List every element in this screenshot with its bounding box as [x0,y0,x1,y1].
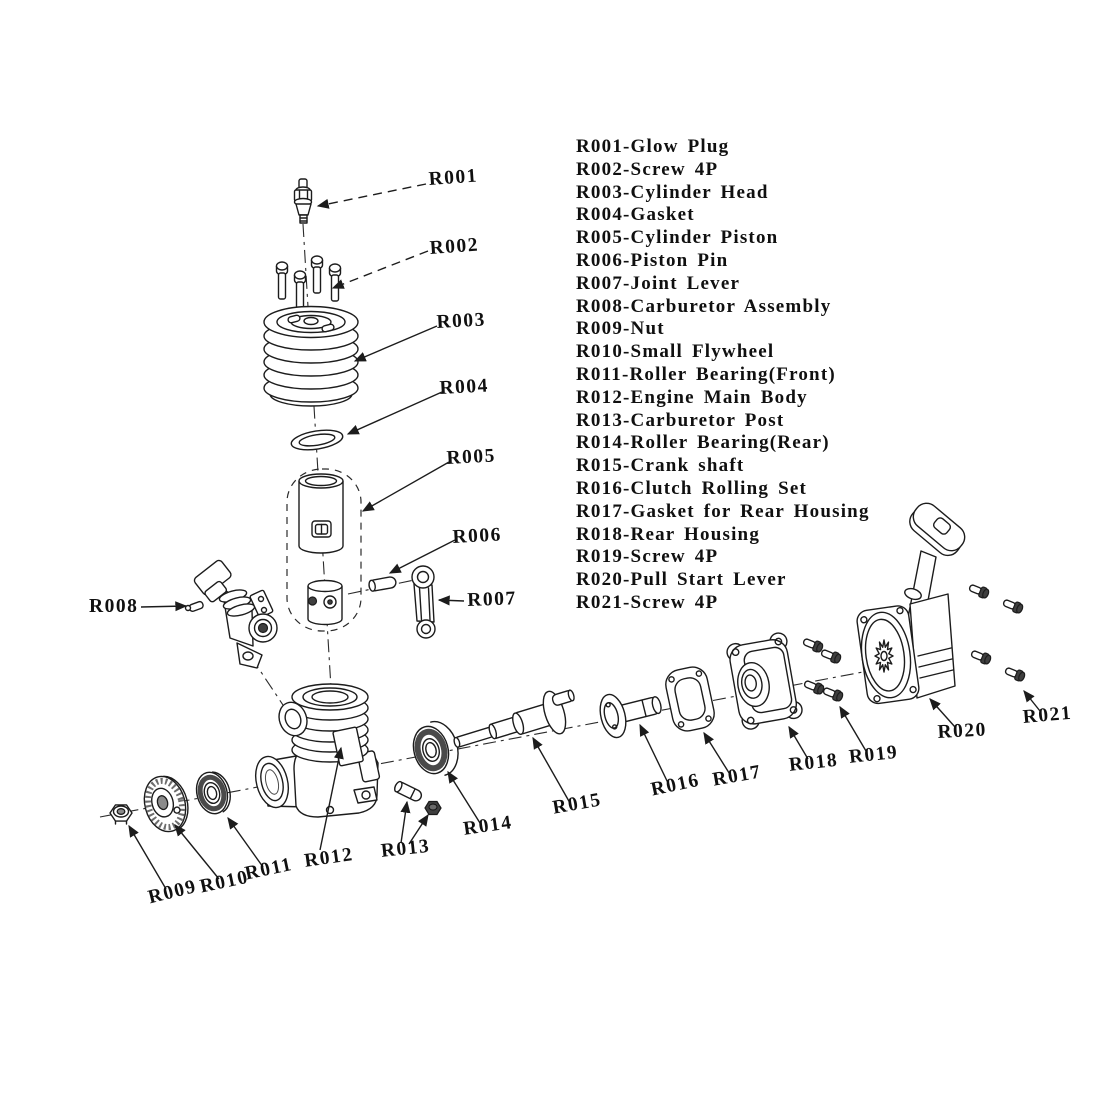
leader-R007 [437,595,465,606]
leader-R014 [447,770,481,824]
callout-R020: R020 [937,719,988,743]
part-engine-main-body [254,683,381,818]
assembly-ghost-outline [286,468,362,632]
screw-icon [1004,667,1026,682]
screw-icon [822,687,844,702]
parts-list-item: R003-Cylinder Head [576,181,769,203]
leader-R005 [361,461,450,512]
part-small-flywheel [143,775,189,833]
leader-R016 [639,723,670,786]
callout-R004: R004 [439,375,490,399]
parts-list: R001-Glow Plug R002-Screw 4P R003-Cylind… [576,136,870,615]
screw-icon [275,261,289,300]
screw-icon [1002,599,1024,614]
parts-list-item: R011-Roller Bearing(Front) [576,363,836,385]
callout-R003: R003 [436,309,487,333]
leader-R013b [408,813,429,845]
leader-R008 [140,601,188,612]
parts-list-item: R014-Roller Bearing(Rear) [576,432,830,454]
leader-R021 [1023,690,1041,712]
callout-leaders [128,183,1041,890]
leader-R019 [839,705,867,752]
leader-R010 [174,824,220,880]
parts-list-item: R016-Clutch Rolling Set [576,477,807,499]
screw-icon [802,638,824,653]
leader-R003 [353,325,438,362]
leader-R001 [316,183,427,209]
part-cylinder-piston [286,468,362,632]
leader-R011 [227,816,264,868]
screw-icon [803,680,825,695]
part-crank-shaft [453,689,575,748]
leader-R004 [346,391,443,435]
parts-list-item: R018-Rear Housing [576,523,761,545]
leader-R020 [929,698,956,728]
part-gasket [290,429,344,451]
part-roller-bearing-rear [412,720,459,776]
part-rear-housing-gasket [665,666,715,732]
part-backplate-screws [968,584,1026,682]
parts-list-item: R004-Gasket [576,204,695,226]
part-pull-start-lever [856,502,966,705]
part-roller-bearing-front [195,771,231,815]
parts-list-item: R019-Screw 4P [576,546,719,568]
parts-list-item: R021-Screw 4P [576,591,719,613]
part-head-screws [275,255,342,309]
parts-list-item: R009-Nut [576,318,665,340]
part-rear-housing-screws [802,638,844,702]
parts-list-item: R010-Small Flywheel [576,341,775,363]
callout-R008: R008 [89,596,139,617]
callout-R002: R002 [429,234,480,259]
part-rear-housing [726,632,803,730]
screw-icon [968,584,990,599]
screw-icon [970,650,992,665]
leader-R012 [319,746,344,851]
parts-list-item: R005-Cylinder Piston [576,227,779,249]
leader-R006 [388,539,456,574]
part-carburetor-assembly [184,559,278,669]
part-joint-lever [411,565,436,639]
parts-list-item: R013-Carburetor Post [576,409,785,431]
part-piston-pin [368,576,397,592]
parts-list-item: R008-Carburetor Assembly [576,295,832,317]
leader-R018 [788,725,809,760]
parts-list-item: R017-Gasket for Rear Housing [576,500,870,522]
leader-R015 [532,736,571,804]
part-cylinder-head [263,305,359,407]
part-glow-plug [293,178,313,224]
parts-list-item: R015-Crank shaft [576,455,745,477]
parts-list-item: R002-Screw 4P [576,158,719,180]
parts-list-item: R007-Joint Lever [576,272,741,294]
leader-R002 [331,250,429,289]
callout-R001: R001 [428,165,479,190]
callout-R007: R007 [467,588,518,611]
callout-R006: R006 [452,524,503,548]
callout-R021: R021 [1022,702,1073,728]
screw-icon [328,263,342,302]
parts-list-item: R012-Engine Main Body [576,386,808,408]
leader-R017 [703,731,732,777]
parts-list-item: R020-Pull Start Lever [576,569,787,591]
parts-list-item: R001-Glow Plug [576,136,730,157]
parts-list-item: R006-Piston Pin [576,249,729,271]
screw-icon [310,255,324,294]
pull-handle [909,502,966,557]
part-clutch-rolling-set [599,693,662,739]
screw-icon [293,270,307,309]
part-carburetor-post [394,780,442,816]
part-nut [109,804,133,825]
leader-R009 [128,824,167,890]
screw-icon [820,649,842,664]
leader-R013a [400,800,411,844]
callout-R005: R005 [446,445,497,469]
